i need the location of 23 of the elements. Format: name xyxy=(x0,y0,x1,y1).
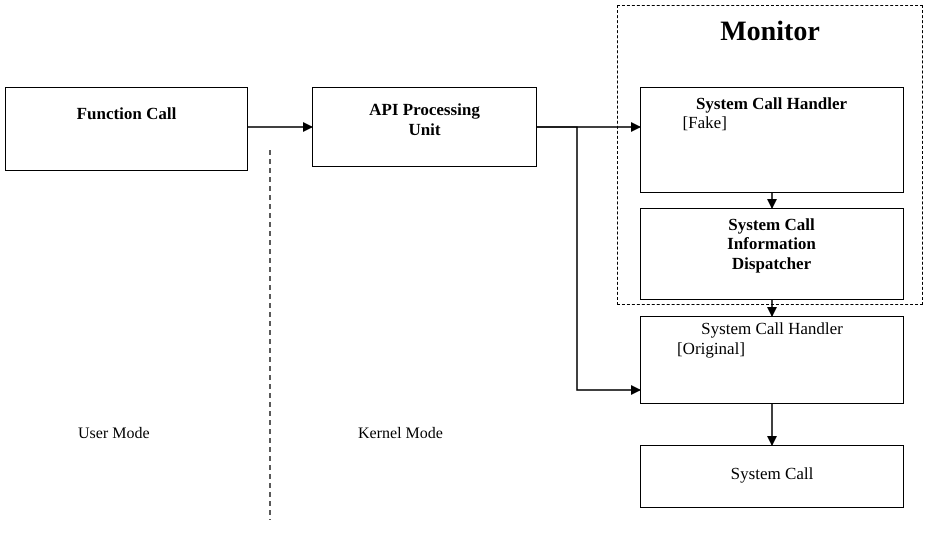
process-box xyxy=(640,445,904,508)
box-title: System Call Handler xyxy=(701,319,843,339)
mode-label: User Mode xyxy=(78,425,150,443)
arrow xyxy=(248,122,313,132)
box-title: API Processing Unit xyxy=(368,100,481,140)
process-box xyxy=(312,87,537,167)
group-title: Monitor xyxy=(720,16,820,48)
box-subtitle: [Fake] xyxy=(682,113,727,133)
monitor-group-frame xyxy=(617,5,923,305)
process-box xyxy=(640,86,904,192)
box-title: System Call Handler xyxy=(696,94,848,114)
arrow xyxy=(537,126,641,395)
box-subtitle: [Original] xyxy=(677,338,745,358)
arrow xyxy=(767,300,777,317)
process-box xyxy=(640,316,904,404)
arrow xyxy=(767,193,777,209)
box-title: System Call xyxy=(730,464,814,484)
mode-label: Kernel Mode xyxy=(358,425,443,443)
process-box xyxy=(640,208,904,300)
arrow xyxy=(767,404,777,446)
box-title: Function Call xyxy=(76,104,176,124)
box-title: System Call Information Dispatcher xyxy=(726,214,817,274)
process-box xyxy=(5,87,248,171)
